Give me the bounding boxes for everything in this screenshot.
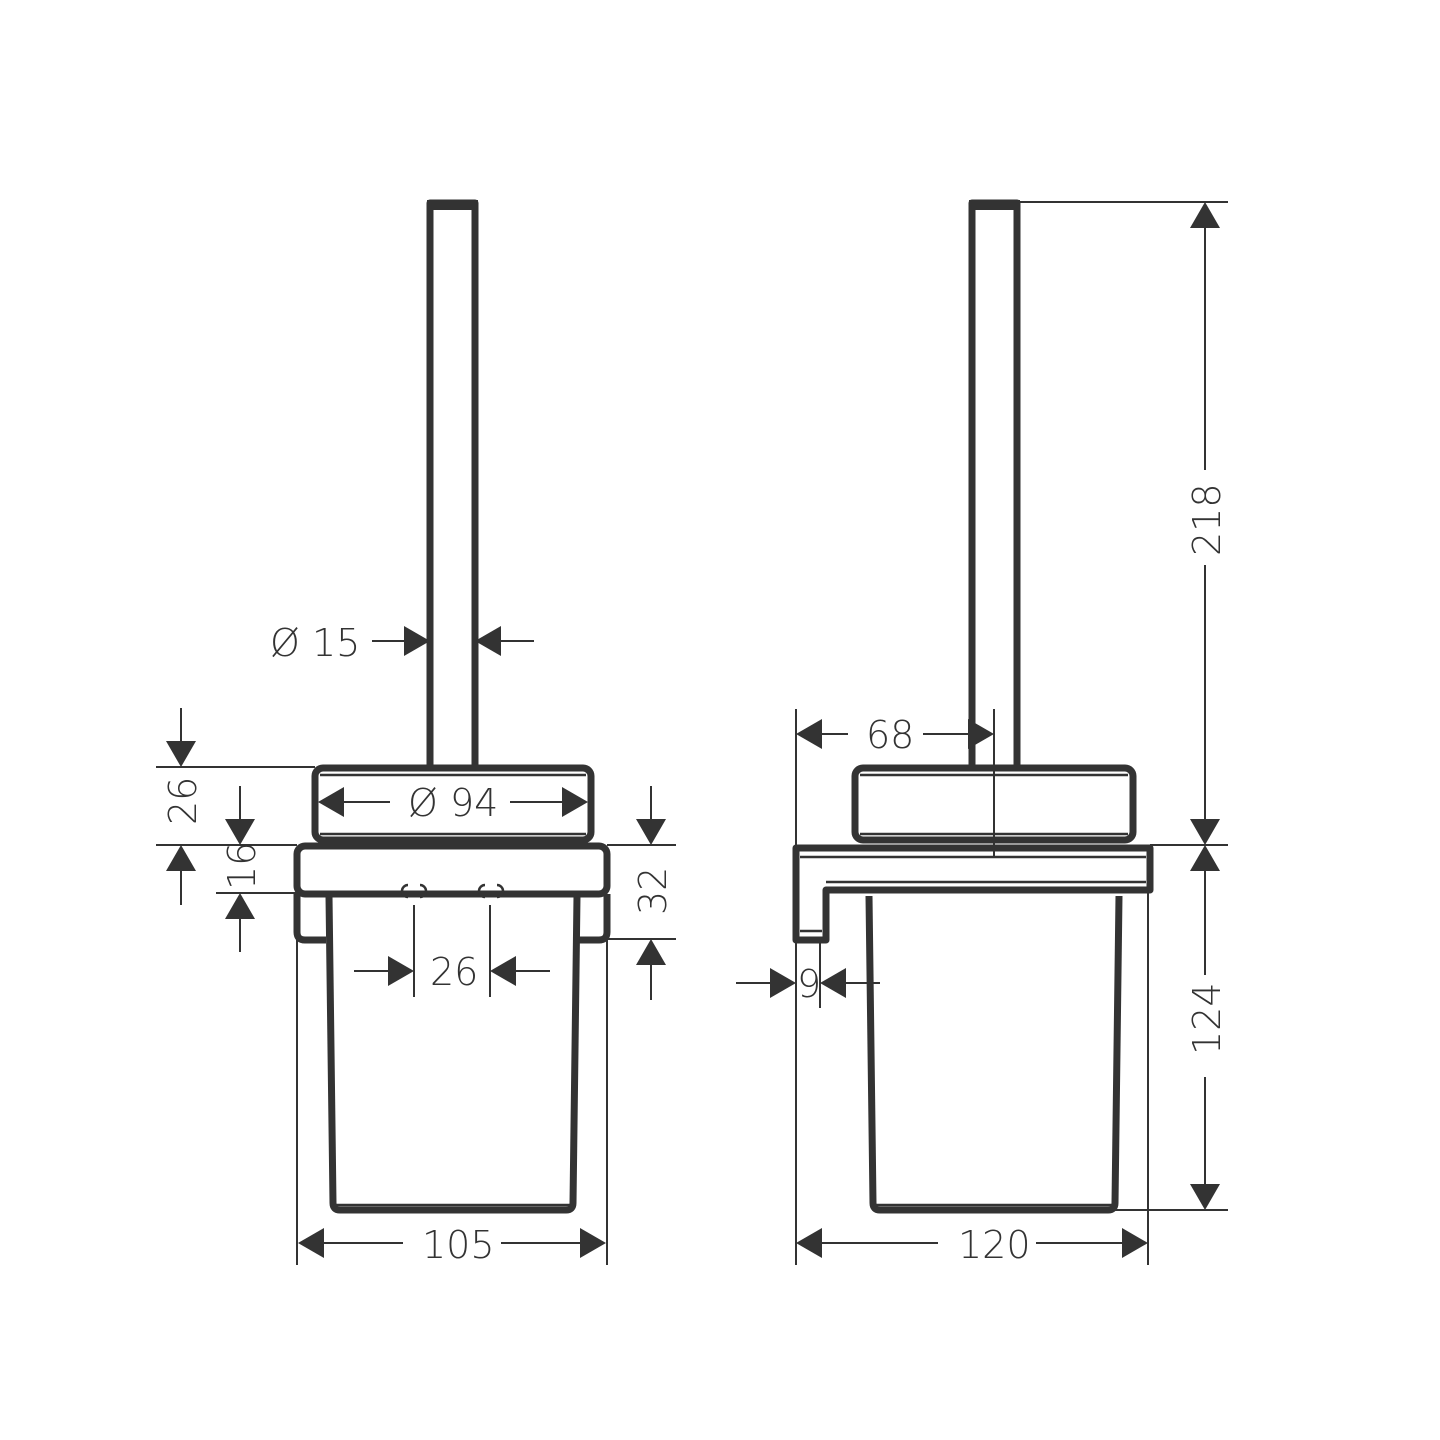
- dim-overall-width: 105: [422, 1223, 495, 1267]
- glass-container-side: [865, 895, 1123, 1214]
- dim-lid-height: 26: [161, 777, 205, 825]
- dim-overall-depth: 120: [958, 1223, 1031, 1267]
- side-view: 68 9 218 124 120: [736, 199, 1229, 1267]
- dim-lid-diameter: Ø 94: [408, 781, 498, 825]
- dim-bracket-height: 16: [220, 842, 264, 890]
- dim-lower-height: 124: [1185, 982, 1229, 1055]
- dim-handle-height: 218: [1185, 483, 1229, 556]
- glass-container: [325, 895, 581, 1214]
- dim-mount-spacing: 26: [430, 950, 478, 994]
- lid: [311, 764, 595, 844]
- dim-wall-plate-thickness: 9: [797, 962, 821, 1006]
- bracket: [293, 842, 611, 898]
- dim-bracket-offset: 32: [631, 867, 675, 915]
- brush-handle-side: [968, 199, 1021, 772]
- dim-handle-diameter: Ø 15: [270, 621, 360, 665]
- brush-handle: [426, 199, 479, 772]
- dim-axis-from-wall: 68: [866, 713, 914, 757]
- wall-bracket: [792, 844, 1154, 944]
- front-view: Ø 15 Ø 94 26 16 26: [156, 199, 676, 1267]
